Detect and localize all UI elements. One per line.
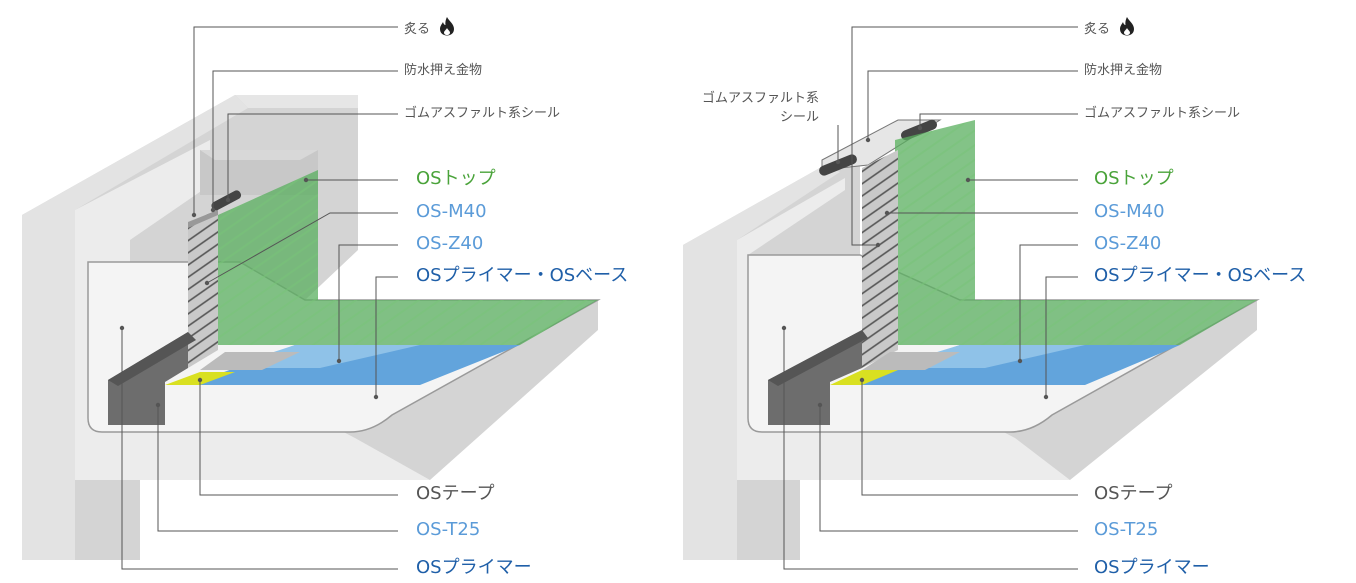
left-label-top: OSトップ	[416, 168, 496, 189]
flame-icon	[440, 17, 455, 36]
right-label-m40: OS-M40	[1094, 201, 1165, 222]
left-label-z40: OS-Z40	[416, 233, 484, 254]
left-heat-text: 炙る	[404, 22, 431, 37]
flame-icon	[1120, 17, 1135, 36]
right-green-layer	[895, 120, 1257, 345]
left-label-metal: 防水押え金物	[404, 63, 483, 78]
right-label-metal: 防水押え金物	[1084, 63, 1163, 78]
right-label-primer-base: OSプライマー・OSベース	[1094, 265, 1307, 286]
left-green-layer	[218, 170, 598, 345]
right-label-seal: ゴムアスファルト系シール	[1084, 106, 1241, 121]
right-label-t25: OS-T25	[1094, 519, 1159, 540]
right-label-top: OSトップ	[1094, 168, 1174, 189]
left-label-primer-base: OSプライマー・OSベース	[416, 265, 629, 286]
right-m40-wall	[862, 150, 898, 368]
left-diagram	[22, 26, 601, 570]
left-label-primer: OSプライマー	[416, 557, 532, 578]
left-label-tape: OSテープ	[416, 483, 495, 504]
right-diagram	[683, 26, 1260, 570]
right-tape	[830, 370, 898, 385]
right-heat-text: 炙る	[1084, 22, 1111, 37]
right-label-tape: OSテープ	[1094, 483, 1173, 504]
right-label-seal-left: ゴムアスファルト系 シール	[702, 91, 820, 125]
left-label-m40: OS-M40	[416, 201, 487, 222]
right-label-heat: 炙る	[1084, 16, 1136, 36]
right-angle-bar	[768, 330, 862, 425]
left-label-seal: ゴムアスファルト系シール	[404, 106, 561, 121]
left-label-heat: 炙る	[404, 16, 456, 36]
right-label-z40: OS-Z40	[1094, 233, 1162, 254]
left-label-t25: OS-T25	[416, 519, 481, 540]
left-m40-wall	[188, 210, 218, 368]
right-label-primer: OSプライマー	[1094, 557, 1210, 578]
